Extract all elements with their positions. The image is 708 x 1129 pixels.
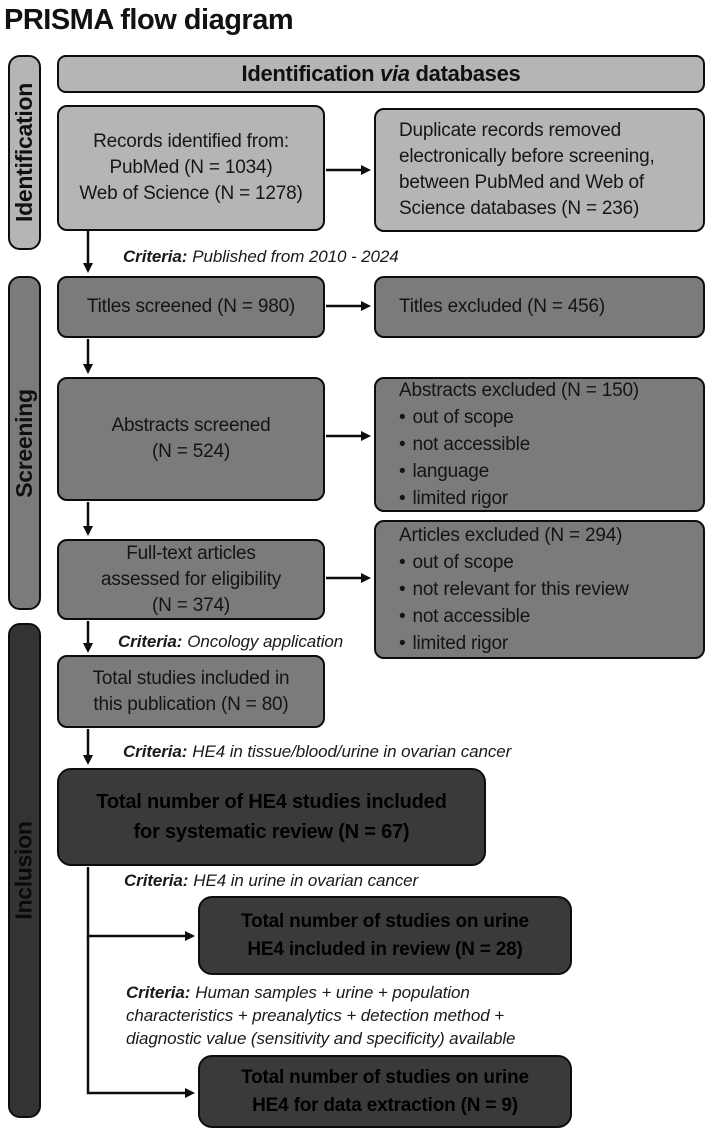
articles-excluded-bullet-1: •out of scope <box>399 552 514 573</box>
stage-label-screening: Screening <box>11 388 38 498</box>
urine-review-line-2: HE4 included in review (N = 28) <box>247 938 523 960</box>
records-line-3: Web of Science (N = 1278) <box>79 183 303 204</box>
box-abstracts-screened: Abstracts screened (N = 524) <box>57 377 325 501</box>
bullet-dot: • <box>399 579 406 600</box>
total-included-line-2: this publication (N = 80) <box>93 693 289 715</box>
abstracts-excluded-bullet-2: •not accessible <box>399 434 531 455</box>
he4-systematic-line-1: Total number of HE4 studies included <box>96 791 447 813</box>
criteria-he4-urine-text: HE4 in urine in ovarian cancer <box>193 871 419 890</box>
criteria-he4-tissue: Criteria:HE4 in tissue/blood/urine in ov… <box>123 740 623 763</box>
fulltext-line-1: Full-text articles <box>126 542 256 564</box>
criteria-label: Criteria: <box>124 871 189 890</box>
criteria-published: Criteria:Published from 2010 - 2024 <box>123 245 523 268</box>
records-line-2: PubMed (N = 1034) <box>109 157 273 178</box>
header-suffix: databases <box>415 61 521 86</box>
box-duplicates-removed: Duplicate records removed electronically… <box>374 108 705 232</box>
bullet-dot: • <box>399 434 406 455</box>
box-abstracts-excluded: Abstracts excluded (N = 150) •out of sco… <box>374 377 705 512</box>
bullet-dot: • <box>399 407 406 428</box>
criteria-oncology-text: Oncology application <box>187 632 344 651</box>
stage-bar-identification: Identification <box>8 55 41 250</box>
urine-review-line-1: Total number of studies on urine <box>241 910 529 932</box>
criteria-label: Criteria: <box>123 247 188 266</box>
criteria-human-samples-line-2: characteristics + preanalytics + detecti… <box>126 1006 505 1025</box>
stage-label-identification: Identification <box>11 83 38 222</box>
articles-excluded-bullet-4: •limited rigor <box>399 633 509 654</box>
stage-bar-screening: Screening <box>8 276 41 610</box>
criteria-he4-urine: Criteria:HE4 in urine in ovarian cancer <box>124 869 524 892</box>
criteria-human-samples-line-1: Criteria:Human samples + urine + populat… <box>126 983 470 1002</box>
bullet-dot: • <box>399 606 406 627</box>
duplicates-line-4: Science databases (N = 236) <box>399 198 640 219</box>
criteria-label: Criteria: <box>118 632 183 651</box>
urine-extraction-line-2: HE4 for data extraction (N = 9) <box>252 1094 518 1116</box>
abstracts-excluded-bullet-4: •limited rigor <box>399 488 509 509</box>
titles-excluded-text: Titles excluded (N = 456) <box>399 296 606 317</box>
box-he4-systematic-review: Total number of HE4 studies included for… <box>57 768 486 866</box>
abstracts-screened-line-2: (N = 524) <box>152 441 230 462</box>
articles-excluded-title: Articles excluded (N = 294) <box>399 525 623 546</box>
articles-excluded-bullet-2: •not relevant for this review <box>399 579 629 600</box>
duplicates-line-1: Duplicate records removed <box>399 120 622 141</box>
header-prefix: Identification <box>241 61 375 86</box>
box-fulltext-assessed: Full-text articles assessed for eligibil… <box>57 539 325 620</box>
articles-excluded-bullet-3: •not accessible <box>399 606 531 627</box>
box-articles-excluded: Articles excluded (N = 294) •out of scop… <box>374 520 705 659</box>
duplicates-line-2: electronically before screening, <box>399 146 655 167</box>
header-identification-via-databases: Identification via databases <box>57 55 705 93</box>
stage-label-inclusion: Inclusion <box>11 821 38 920</box>
criteria-oncology: Criteria:Oncology application <box>118 630 418 653</box>
box-titles-screened: Titles screened (N = 980) <box>57 276 325 338</box>
criteria-he4-tissue-text: HE4 in tissue/blood/urine in ovarian can… <box>192 742 512 761</box>
he4-systematic-line-2: for systematic review (N = 67) <box>133 821 410 843</box>
box-titles-excluded: Titles excluded (N = 456) <box>374 276 705 338</box>
abstracts-screened-line-1: Abstracts screened <box>111 415 271 436</box>
box-urine-he4-extraction: Total number of studies on urine HE4 for… <box>198 1055 572 1128</box>
bullet-dot: • <box>399 633 406 654</box>
abstracts-excluded-bullet-3: •language <box>399 461 490 482</box>
header-via: via <box>380 61 410 86</box>
criteria-human-samples: Criteria:Human samples + urine + populat… <box>126 981 596 1050</box>
box-urine-he4-review: Total number of studies on urine HE4 inc… <box>198 896 572 975</box>
box-total-studies-included: Total studies included in this publicati… <box>57 655 325 728</box>
bullet-dot: • <box>399 552 406 573</box>
bullet-dot: • <box>399 488 406 509</box>
urine-extraction-line-1: Total number of studies on urine <box>241 1066 529 1088</box>
titles-screened-text: Titles screened (N = 980) <box>86 296 296 317</box>
records-line-1: Records identified from: <box>93 131 289 152</box>
stage-bar-inclusion: Inclusion <box>8 623 41 1118</box>
criteria-human-samples-line-3: diagnostic value (sensitivity and specif… <box>126 1029 516 1048</box>
abstracts-excluded-title: Abstracts excluded (N = 150) <box>399 380 639 401</box>
total-included-line-1: Total studies included in <box>92 667 290 689</box>
criteria-label: Criteria: <box>123 742 188 761</box>
box-records-identified: Records identified from: PubMed (N = 103… <box>57 105 325 231</box>
fulltext-line-3: (N = 374) <box>152 594 230 616</box>
duplicates-line-3: between PubMed and Web of <box>399 172 644 193</box>
abstracts-excluded-bullet-1: •out of scope <box>399 407 514 428</box>
fulltext-line-2: assessed for eligibility <box>100 568 281 590</box>
criteria-published-text: Published from 2010 - 2024 <box>192 247 399 266</box>
bullet-dot: • <box>399 461 406 482</box>
criteria-label: Criteria: <box>126 983 191 1002</box>
page-title: PRISMA flow diagram <box>4 4 294 36</box>
